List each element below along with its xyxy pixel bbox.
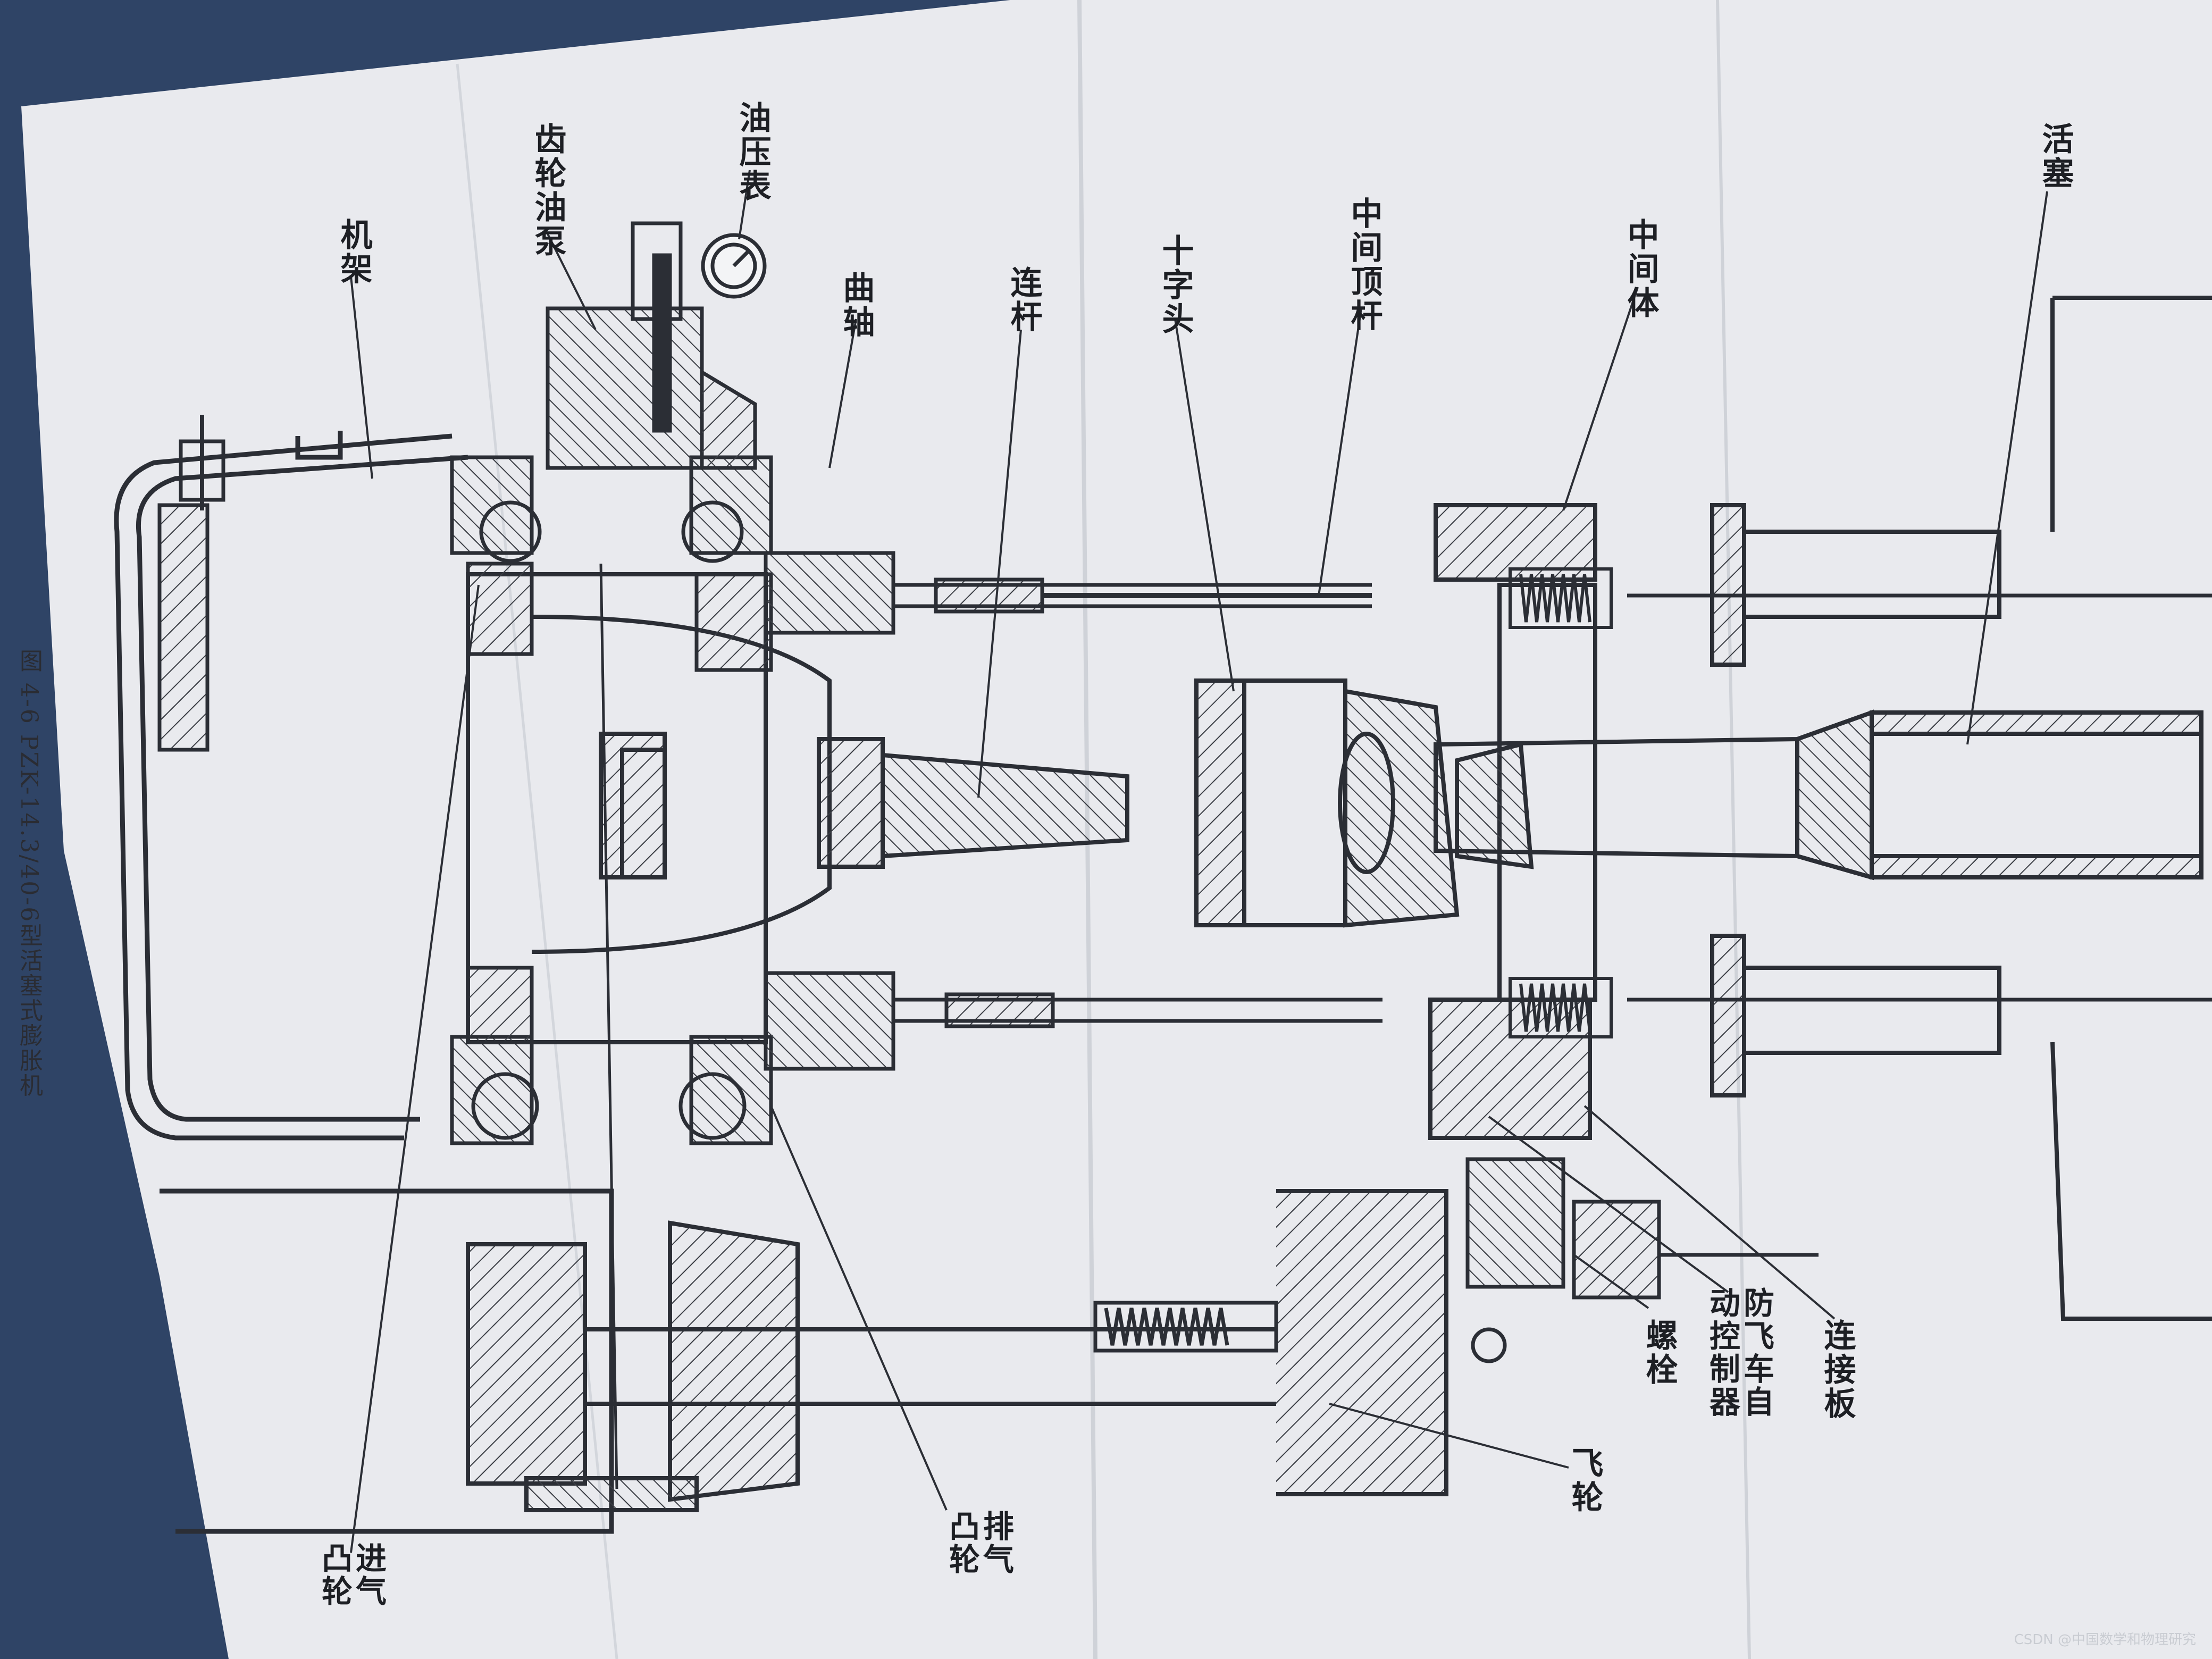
label-crosshead: 十字头 [1157,234,1194,336]
spring-assembly-upper [1509,567,1613,629]
bolt-assembly [1093,1301,1507,1363]
piston [1434,709,2203,881]
label-intake-cam-line2: 凸轮 [316,1542,353,1608]
label-flywheel: 飞轮 [1566,1446,1603,1514]
label-gear-pump: 齿轮油泵 [529,122,566,258]
gear-pump [546,221,757,470]
crosshead [1194,678,1460,928]
connecting-rod [620,737,1129,879]
label-mid-rod: 中间顶杆 [1345,197,1382,333]
figure-caption: 图 4-6 PZK-14.3/40-6型活塞式膨胀机 [15,649,43,1099]
label-exhaust-cam-line2: 凸轮 [944,1510,980,1576]
crank-web-lower [466,966,534,1044]
anti-fly-controller [1465,1157,1819,1300]
main-bearing-bottom [450,1035,773,1145]
label-mid-body: 中间体 [1622,218,1659,320]
label-oil-gauge: 油压表 [734,101,771,203]
label-connect-plate: 连接板 [1819,1319,1856,1421]
label-exhaust-cam: 排气 凸轮 [944,1510,1014,1576]
label-bolt: 螺栓 [1640,1319,1678,1387]
cylinder [1710,296,2212,1321]
leader-lines [350,170,2048,1553]
crank-web-upper [694,572,773,672]
oil-pressure-gauge [701,233,767,299]
label-frame: 机架 [335,218,372,286]
push-rod-upper [764,551,1372,635]
label-intake-cam: 进气 凸轮 [316,1542,387,1608]
spring-rod [157,503,210,752]
label-anti-fly: 防飞车自 动控制器 [1704,1287,1774,1419]
crank-web-top [466,562,534,656]
label-anti-fly-line2: 动控制器 [1704,1287,1740,1419]
label-anti-fly-line1: 防飞车自 [1738,1287,1774,1419]
label-crankshaft: 曲轴 [837,271,875,339]
main-bearing-top [450,455,773,563]
push-rod-lower [764,971,1382,1071]
frame-outline [114,431,614,1534]
flywheel [466,1189,1448,1512]
label-conn-rod: 连杆 [1005,266,1042,334]
watermark: CSDN @中国数学和物理研究 [2014,1632,2196,1648]
crankshaft-body [466,563,832,1489]
spring-assembly-lower [1509,977,1613,1038]
label-exhaust-cam-line1: 排气 [978,1510,1014,1576]
label-piston: 活塞 [2037,122,2074,190]
label-intake-cam-line1: 进气 [350,1542,387,1608]
